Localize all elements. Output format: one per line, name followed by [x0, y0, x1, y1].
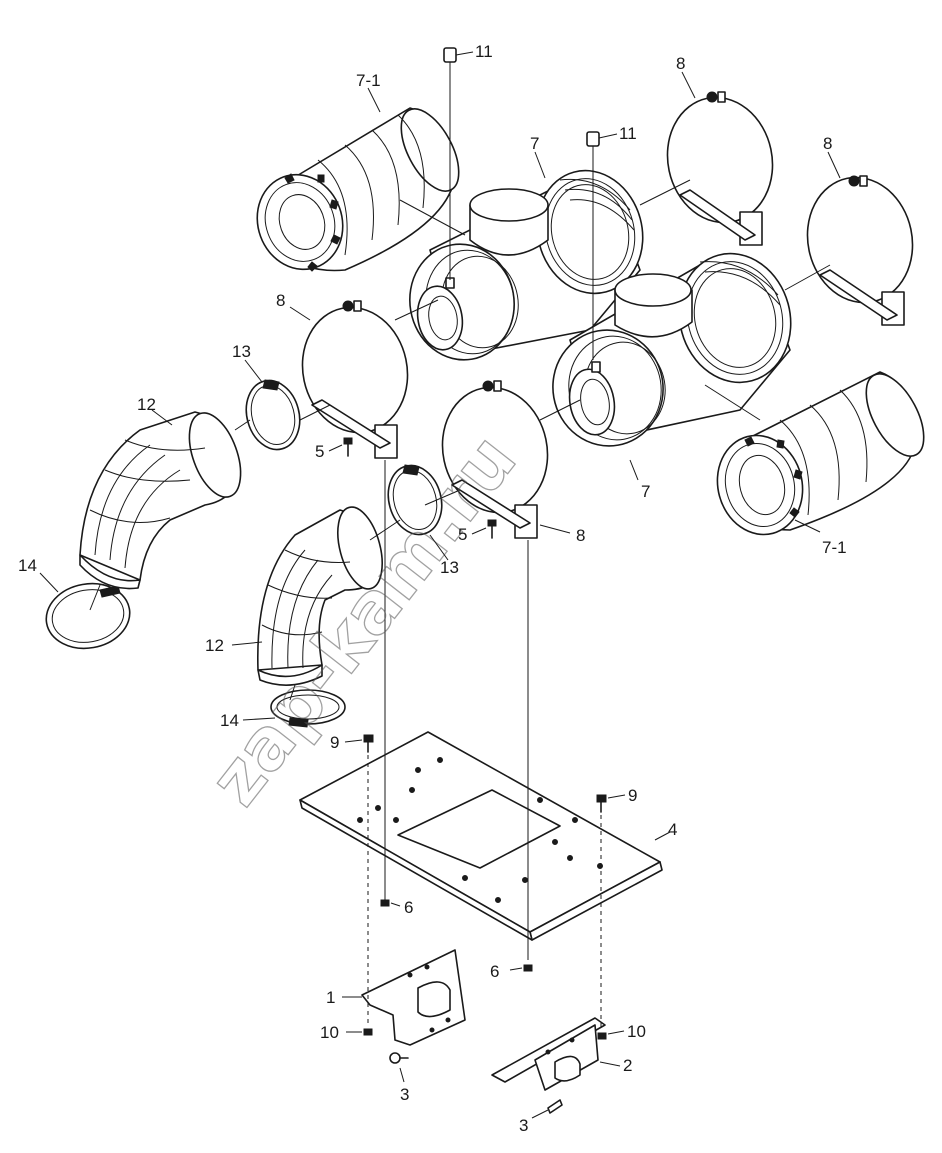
callout-leaders: [39, 51, 841, 1119]
hose-clamp-14-a: [45, 582, 131, 650]
assembly-lines: [89, 179, 831, 1030]
callout-13-b: 13: [440, 558, 459, 577]
bolt-9-b: [596, 794, 607, 813]
air-filter-housing-7-upper: [409, 169, 644, 361]
screw-3-a: [389, 1052, 409, 1064]
mounting-band-8-b: [806, 175, 914, 326]
callout-8-c: 8: [276, 291, 285, 310]
filter-element-7-1-upper: [256, 107, 460, 272]
nut-6-a: [380, 899, 390, 907]
callout-8-b: 8: [823, 134, 832, 153]
callout-7-1-lower: 7-1: [822, 538, 847, 557]
callout-2: 2: [623, 1056, 632, 1075]
callout-12-a: 12: [137, 395, 156, 414]
callout-4: 4: [668, 820, 677, 839]
callout-11-upper: 11: [475, 42, 493, 61]
air-filter-housing-7-lower: [552, 252, 792, 447]
nut-6-b: [523, 964, 533, 972]
filter-element-7-1-lower: [716, 371, 925, 536]
mounting-band-8-d: [441, 380, 549, 539]
callout-13-a: 13: [232, 342, 251, 361]
hose-clamp-13-b: [387, 464, 443, 536]
watermark-text: zap-kam.ru: [194, 419, 532, 820]
callout-7-lower: 7: [641, 482, 650, 501]
callout-5-b: 5: [458, 525, 467, 544]
callout-8-d: 8: [576, 526, 585, 545]
screw-3-b: [547, 1099, 563, 1114]
nut-10-b: [597, 1032, 607, 1040]
callout-7-1-upper: 7-1: [356, 71, 381, 90]
rain-cap-11-b: [586, 131, 600, 360]
callout-9-a: 9: [330, 733, 339, 752]
callout-5-a: 5: [315, 442, 324, 461]
rain-cap-11-a: [443, 47, 457, 280]
callout-3-b: 3: [519, 1116, 528, 1135]
bolt-5-b: [487, 519, 497, 539]
bracket-2: [491, 1017, 606, 1091]
callout-9-b: 9: [628, 786, 637, 805]
callout-8-a: 8: [676, 54, 685, 73]
hose-clamp-14-b: [270, 689, 346, 728]
hose-clamp-13-a: [245, 379, 301, 451]
elbow-hose-12-b: [256, 506, 383, 686]
callout-1: 1: [326, 988, 335, 1007]
callout-labels: 7-1 11 11 7 8 8 8 13 12 5 5 8 7 7-1 13 1…: [18, 42, 847, 1135]
base-plate-4: [299, 731, 663, 941]
callout-14-a: 14: [18, 556, 37, 575]
callout-11-lower: 11: [619, 124, 637, 143]
callout-6-b: 6: [490, 962, 499, 981]
callout-6-a: 6: [404, 898, 413, 917]
bracket-1: [361, 949, 466, 1046]
callout-14-b: 14: [220, 711, 239, 730]
callout-3-a: 3: [400, 1085, 409, 1104]
mounting-band-8-a: [666, 91, 774, 246]
callout-12-b: 12: [205, 636, 224, 655]
elbow-hose-12-a: [79, 411, 242, 590]
nut-10-a: [363, 1028, 373, 1036]
callout-7-upper: 7: [530, 134, 539, 153]
callout-10-a: 10: [320, 1023, 339, 1042]
mounting-band-8-c: [301, 300, 409, 459]
bolt-9-a: [363, 734, 374, 753]
callout-10-b: 10: [627, 1022, 646, 1041]
